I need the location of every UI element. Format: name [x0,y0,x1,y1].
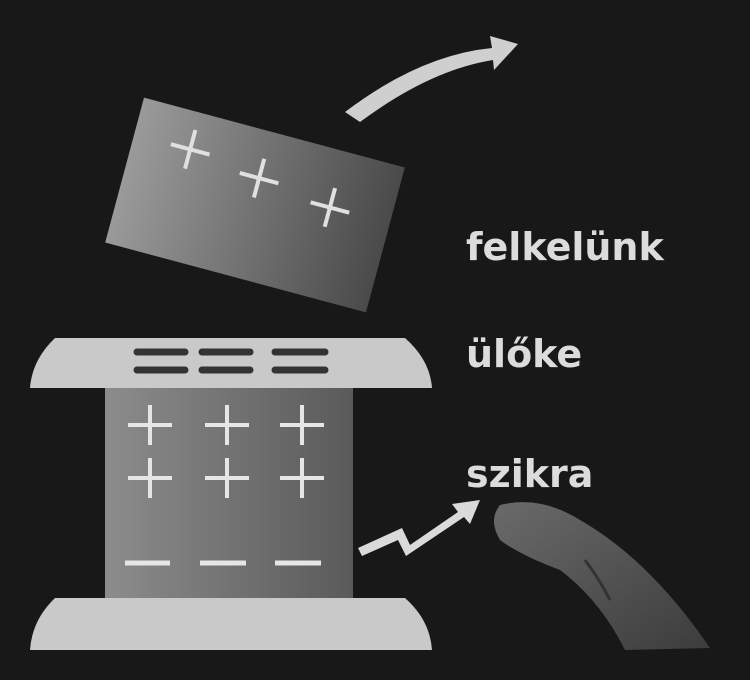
top-plate [30,338,432,388]
bottom-plate [30,598,432,650]
finger-crease [583,559,612,601]
label-szikra: szikra [466,452,594,496]
finger [494,502,710,650]
minus-signs [133,348,329,374]
label-uloke: ülőke [466,332,583,376]
plus-signs [170,129,350,228]
lifted-plate [105,97,405,313]
lift-arrow [345,36,518,122]
label-felkelunk: felkelünk [466,225,664,269]
plus-grid [128,405,324,498]
seat-body [105,388,353,598]
spark-arrow [358,500,480,556]
